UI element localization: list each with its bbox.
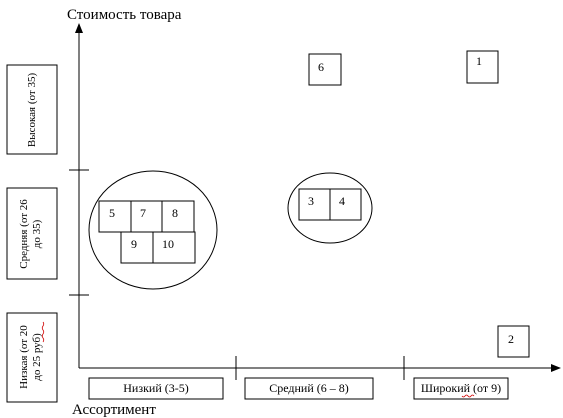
- cluster-mid-mid: 3 4: [287, 172, 373, 244]
- item-label-10: 10: [162, 237, 174, 251]
- spellcheck-underline: [41, 321, 45, 343]
- item-box-10: [152, 231, 196, 264]
- y-category-mid-label-2: до 35): [31, 219, 43, 248]
- item-label-2: 2: [508, 332, 514, 346]
- y-category-mid-label-1: Средняя (от 26: [18, 199, 30, 269]
- y-category-mid: Средняя (от 26 до 35): [6, 187, 58, 280]
- item-box-8: [161, 200, 195, 233]
- item-2: 2: [497, 325, 530, 358]
- item-label-7: 7: [140, 206, 146, 220]
- item-label-9: 9: [131, 237, 137, 251]
- y-category-high-label: Высокая (от 35): [26, 73, 38, 148]
- item-label-5: 5: [109, 206, 115, 220]
- x-category-wide-label: Широкий (от 9): [421, 381, 501, 395]
- item-6: 6: [308, 53, 342, 86]
- item-box-3: [298, 188, 331, 221]
- item-box-9: [120, 231, 154, 264]
- x-category-low: Низкий (3-5): [88, 377, 224, 400]
- y-category-high: Высокая (от 35): [6, 64, 58, 155]
- x-category-mid: Средний (6 – 8): [244, 377, 374, 400]
- item-label-4: 4: [339, 194, 345, 208]
- item-label-6: 6: [318, 60, 324, 74]
- item-label-1: 1: [476, 54, 482, 68]
- item-1: 1: [466, 50, 499, 84]
- y-category-low: Низкая (от 20 до 25 руб): [6, 312, 58, 403]
- spellcheck-underline-2: [461, 394, 475, 398]
- x-category-wide: Широкий (от 9): [413, 377, 509, 400]
- y-category-low-label-1: Низкая (от 20: [18, 325, 30, 389]
- y-axis-title: Стоимость товара: [67, 7, 182, 23]
- x-axis-title: Ассортимент: [72, 402, 156, 418]
- item-label-8: 8: [172, 206, 178, 220]
- y-category-low-label-2: до 25 руб): [31, 333, 43, 381]
- item-box-4: [329, 188, 362, 221]
- x-category-low-label: Низкий (3-5): [123, 381, 189, 395]
- item-box-7: [130, 200, 163, 233]
- x-category-mid-label: Средний (6 – 8): [269, 381, 349, 395]
- cluster-low-mid: 5 7 8 9 10: [88, 170, 218, 290]
- item-box-5: [98, 200, 132, 233]
- item-label-3: 3: [308, 194, 314, 208]
